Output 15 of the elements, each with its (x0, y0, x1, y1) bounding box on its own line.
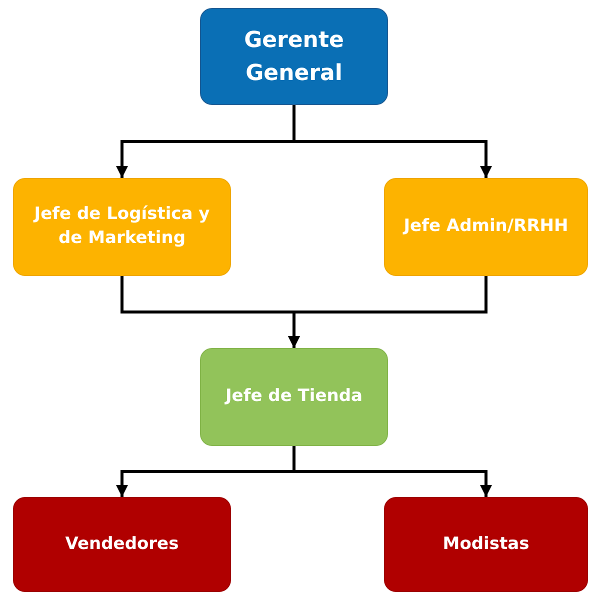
box-label: Gerente General (243, 26, 345, 88)
box-label: Jefe de Logística y de Marketing (32, 203, 211, 250)
box-label: Jefe de Tienda (225, 385, 362, 408)
department-box (13, 178, 231, 276)
staff-box (13, 497, 231, 592)
connector-arrow (288, 276, 488, 348)
staff-box (384, 497, 588, 592)
box-label: Jefe Admin/RRHH (404, 215, 568, 238)
box-label: Modistas (442, 532, 530, 556)
store-box (200, 348, 388, 446)
connector-arrow (292, 105, 492, 178)
department-box (384, 178, 588, 276)
manager-box (200, 8, 388, 105)
box-label: Vendedores (65, 532, 179, 556)
connector-arrow (292, 446, 492, 497)
